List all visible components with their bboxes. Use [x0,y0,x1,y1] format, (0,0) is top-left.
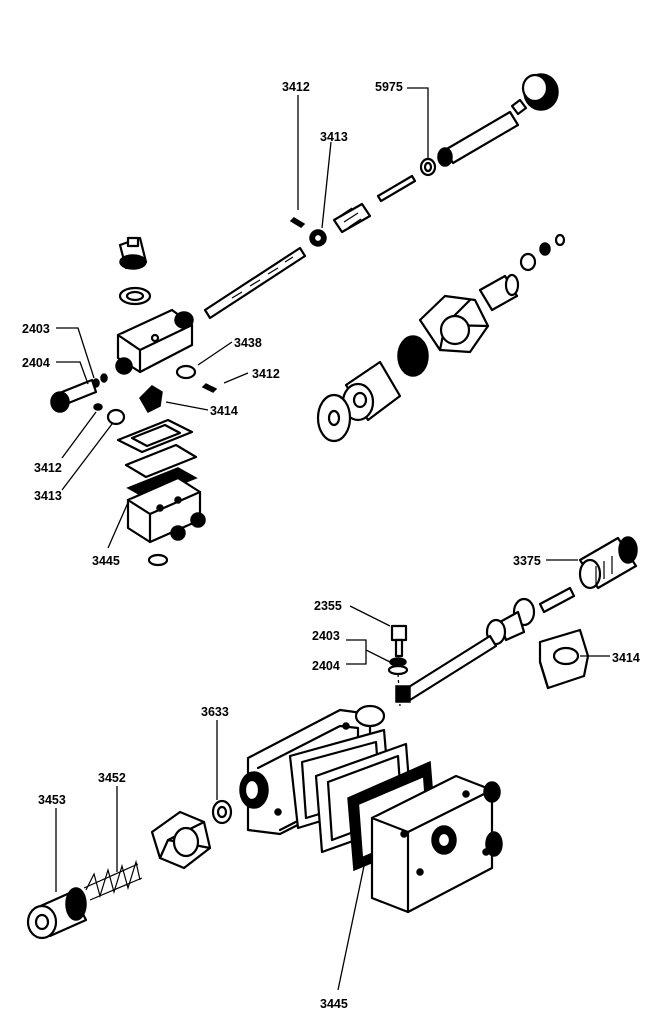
label-3413-left: 3413 [34,489,62,503]
label-3438: 3438 [234,336,262,350]
lower-leaders [55,559,610,991]
top-knob [510,73,559,116]
lower-o-ring [211,799,233,825]
lower-nut [150,810,212,870]
upper-valve-body [115,308,194,375]
upper-lower-block [126,476,206,567]
lower-long-stem [395,586,576,703]
upper-flat-washer [316,393,352,443]
upper-snap-ring [118,286,152,306]
upper-left-bolt [50,373,108,413]
upper-right-parts [478,233,566,312]
upper-cylinder [341,360,402,422]
upper-shaft-bushing [419,110,520,177]
label-3412-left: 3412 [34,461,62,475]
label-3633: 3633 [201,705,229,719]
label-2404-lower: 2404 [312,659,340,673]
lower-spring [83,859,143,901]
label-3453: 3453 [38,793,66,807]
label-3445-upper: 3445 [92,554,120,568]
upper-spring-rod [289,174,417,247]
label-3414-lower: 3414 [612,651,640,665]
upper-cap [118,236,148,270]
upper-large-nut [418,294,490,354]
label-3413-top: 3413 [320,130,348,144]
label-2403-upper: 2403 [22,322,50,336]
upper-valve-stem [203,246,307,320]
lower-valve-blocks [239,704,503,914]
lower-fitting [578,536,638,590]
lower-bolt [387,624,409,707]
label-3375: 3375 [513,554,541,568]
upper-plug [139,385,163,413]
label-3445-lower: 3445 [320,997,348,1011]
upper-small-washers [93,364,218,426]
upper-knurled-ring [397,335,429,377]
label-3412-top: 3412 [282,80,310,94]
lower-end-cap [26,887,88,940]
label-3452: 3452 [98,771,126,785]
lower-bracket [538,628,590,690]
upper-assembly: 3412 5975 3413 2403 2404 3438 3412 3414 … [22,73,566,568]
upper-diaphragm-stack [116,418,198,499]
label-2403-lower: 2403 [312,629,340,643]
label-2404-upper: 2404 [22,356,50,370]
label-5975: 5975 [375,80,403,94]
upper-leaders [56,87,429,549]
label-2355: 2355 [314,599,342,613]
lower-assembly: 3375 2355 2403 2404 3414 3633 3452 3453 … [26,536,640,1011]
label-3412-right: 3412 [252,367,280,381]
label-3414-upper: 3414 [210,404,238,418]
